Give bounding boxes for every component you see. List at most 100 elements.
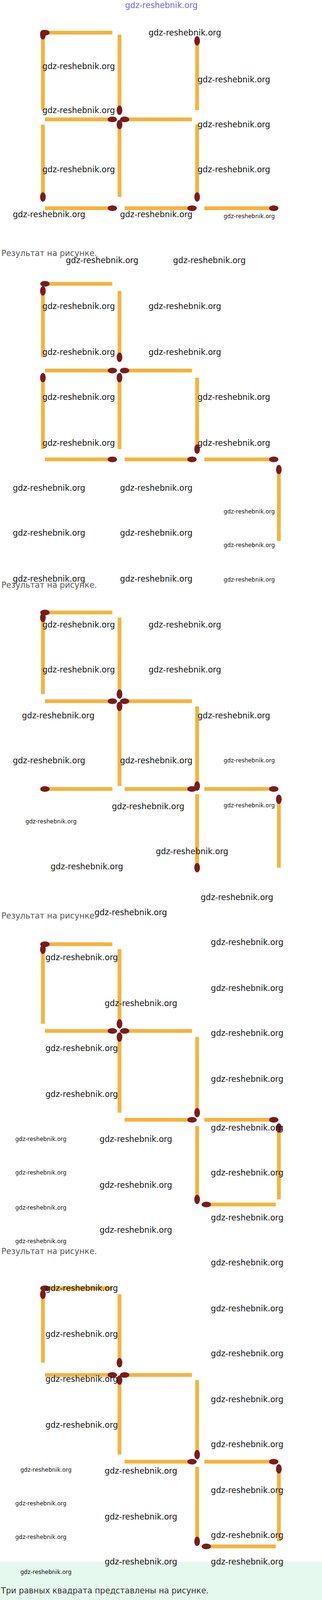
match-head [268, 1117, 279, 1124]
match-stick [41, 1295, 45, 1364]
match-head [107, 1028, 117, 1035]
watermark: gdz-reshebnik.org [45, 1421, 118, 1431]
watermark: gdz-reshebnik.org [197, 438, 270, 448]
watermark: gdz-reshebnik.org [210, 1028, 284, 1039]
match-stick [44, 282, 113, 287]
watermark: gdz-reshebnik.org [45, 1284, 118, 1294]
watermark: gdz-reshebnik.org [155, 847, 229, 857]
match-stick [44, 787, 113, 792]
match-stick [204, 1118, 274, 1123]
watermark: gdz-reshebnik.org [15, 1534, 67, 1542]
match-stick [124, 1373, 192, 1378]
watermark: gdz-reshebnik.org [99, 1180, 172, 1191]
watermark: gdz-reshebnik.org [94, 908, 167, 918]
watermark: gdz-reshebnik.org [210, 1258, 284, 1269]
match-head [201, 1202, 212, 1208]
match-stick [41, 34, 45, 111]
watermark: gdz-reshebnik.org [25, 818, 77, 826]
match-head [268, 1459, 279, 1466]
match-head [116, 1359, 123, 1369]
match-stick [117, 291, 122, 358]
match-head [276, 465, 282, 475]
watermark: gdz-reshebnik.org [223, 508, 275, 516]
watermark: gdz-reshebnik.org [210, 1168, 284, 1179]
match-stick [117, 706, 122, 787]
match-stick [44, 942, 113, 947]
match-head [40, 286, 46, 296]
match-head [107, 205, 117, 212]
watermark: gdz-reshebnik.org [197, 392, 270, 403]
watermark: gdz-reshebnik.org [45, 1375, 118, 1385]
match-head [116, 352, 123, 363]
match-head [194, 863, 200, 873]
watermark: gdz-reshebnik.org [119, 574, 193, 584]
watermark: gdz-reshebnik.org [197, 74, 270, 85]
match-stick [117, 949, 122, 1025]
watermark: gdz-reshebnik.org [42, 438, 115, 448]
match-head [116, 105, 123, 116]
watermark: gdz-reshebnik.org [42, 164, 115, 175]
match-head [268, 786, 279, 793]
watermark: gdz-reshebnik.org [45, 1044, 118, 1054]
watermark: gdz-reshebnik.org [12, 209, 86, 220]
match-head [194, 1195, 200, 1205]
watermark: gdz-reshebnik.org [65, 255, 139, 266]
watermark: gdz-reshebnik.org [15, 1170, 67, 1177]
watermark: gdz-reshebnik.org [210, 1531, 284, 1541]
match-stick [124, 1460, 192, 1465]
match-head [40, 1290, 46, 1300]
watermark: gdz-reshebnik.org [148, 620, 222, 630]
match-head [40, 786, 50, 793]
watermark: gdz-reshebnik.org [223, 802, 275, 810]
match-stick [277, 469, 281, 542]
match-head [107, 116, 117, 123]
match-head [40, 373, 46, 383]
watermark: gdz-reshebnik.org [223, 213, 275, 220]
watermark: gdz-reshebnik.org [104, 999, 178, 1009]
match-stick [195, 1380, 199, 1456]
site-header: gdz-reshebnik.org [125, 0, 198, 10]
watermark: gdz-reshebnik.org [20, 1467, 72, 1475]
watermark: gdz-reshebnik.org [42, 105, 115, 116]
result-note: Результат на рисунке. [1, 580, 98, 591]
watermark: gdz-reshebnik.org [148, 27, 222, 38]
watermark: gdz-reshebnik.org [111, 802, 185, 812]
match-stick [195, 794, 199, 868]
match-stick [117, 1380, 122, 1456]
watermark: gdz-reshebnik.org [99, 1135, 172, 1145]
match-stick [195, 1126, 199, 1200]
match-head [107, 367, 117, 374]
match-head [268, 456, 279, 463]
match-stick [124, 117, 192, 122]
match-head [116, 1019, 123, 1029]
caption: Три равных квадрата представлены на рису… [0, 1586, 209, 1597]
watermark: gdz-reshebnik.org [12, 756, 86, 766]
match-head [194, 1108, 200, 1119]
watermark: gdz-reshebnik.org [50, 862, 124, 872]
watermark: gdz-reshebnik.org [210, 1440, 284, 1450]
watermark: gdz-reshebnik.org [210, 1123, 284, 1134]
watermark: gdz-reshebnik.org [173, 255, 246, 266]
watermark: gdz-reshebnik.org [119, 528, 193, 538]
watermark: gdz-reshebnik.org [210, 1074, 284, 1085]
match-stick [195, 1467, 199, 1543]
match-stick [44, 368, 113, 373]
match-head [116, 373, 123, 383]
watermark: gdz-reshebnik.org [210, 983, 284, 994]
matches [40, 29, 282, 1551]
watermark: gdz-reshebnik.org [12, 528, 86, 538]
match-stick [204, 787, 274, 792]
watermark: gdz-reshebnik.org [15, 1136, 67, 1144]
watermark: gdz-reshebnik.org [197, 164, 270, 175]
match-stick [204, 457, 274, 462]
match-stick [195, 124, 199, 197]
match-stick [44, 610, 113, 615]
watermark: gdz-reshebnik.org [210, 938, 284, 948]
match-head [40, 192, 46, 202]
match-head [268, 205, 279, 212]
watermark: gdz-reshebnik.org [148, 665, 222, 675]
match-head [116, 702, 123, 712]
match-head [40, 29, 46, 40]
match-stick [44, 1029, 113, 1034]
